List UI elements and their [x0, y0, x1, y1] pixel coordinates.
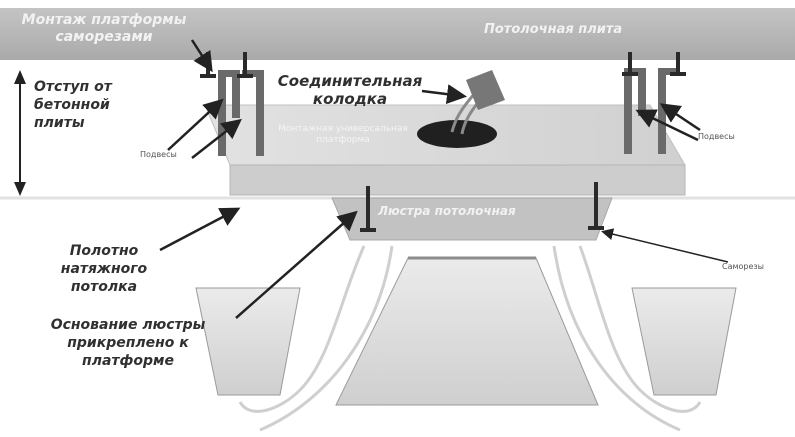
connector-block	[466, 70, 505, 110]
connector-hole	[417, 120, 497, 148]
label-ceiling-fixture-base: Люстра потолочная	[378, 204, 516, 218]
label-offset-from-slab: Отступ от бетонной плиты	[34, 79, 112, 131]
wire	[450, 91, 478, 133]
platform-front	[229, 164, 686, 196]
fixture-screws	[360, 182, 604, 232]
pointer-lines	[159, 39, 729, 319]
right-shade	[631, 287, 737, 396]
label-connector-block: Соединительная колодка	[277, 72, 423, 108]
left-shade	[195, 287, 301, 396]
label-stretch-ceiling-sheet: Полотно натяжного потолка	[60, 243, 148, 295]
chandelier-arms	[238, 245, 702, 432]
offset-arrow	[14, 70, 26, 196]
label-platform-mount: Монтаж платформы саморезами	[21, 12, 187, 45]
ceiling-slab	[0, 8, 795, 60]
label-fixture-base-attached: Основание люстры прикреплено к платформе	[50, 317, 206, 369]
label-ceiling-slab: Потолочная плита	[484, 22, 623, 37]
label-self-tappers: Саморезы	[722, 262, 764, 271]
label-hangers-right: Подвесы	[698, 132, 735, 141]
label-platform-caption: Монтажная универсальная платформа	[278, 124, 408, 145]
center-shade	[335, 257, 599, 406]
label-hangers-left: Подвесы	[140, 150, 177, 159]
